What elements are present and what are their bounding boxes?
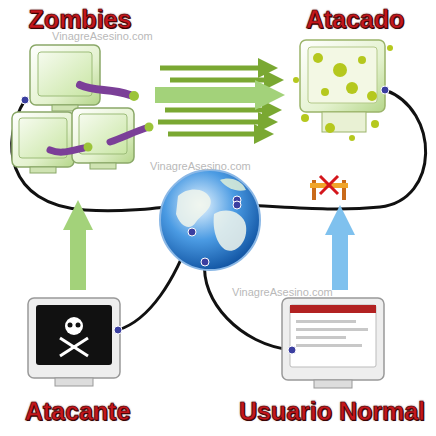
splat xyxy=(293,77,299,83)
watermark: VinagreAsesino.com xyxy=(232,286,333,298)
monitor xyxy=(300,40,385,112)
traffic-arrow xyxy=(168,132,258,137)
screen xyxy=(308,47,377,103)
traffic-arrow xyxy=(165,108,266,113)
attacker-computer xyxy=(28,298,120,386)
zombie-hand xyxy=(129,91,139,101)
skull xyxy=(65,317,83,335)
continent xyxy=(176,189,211,227)
watermark: VinagreAsesino.com xyxy=(150,160,251,172)
traffic-arrow xyxy=(158,120,262,125)
server-base xyxy=(322,112,366,132)
port xyxy=(233,201,241,209)
monitor-base xyxy=(314,380,352,388)
text-line xyxy=(296,320,356,323)
skull-eye xyxy=(68,323,73,328)
zombie-arm xyxy=(80,85,130,95)
node-title: Atacante xyxy=(25,396,131,426)
block-cross xyxy=(320,176,338,194)
splat xyxy=(333,63,347,77)
continent xyxy=(214,210,247,250)
port xyxy=(201,258,209,266)
port xyxy=(21,96,29,104)
traffic-arrow xyxy=(170,78,268,83)
port xyxy=(381,86,389,94)
attack-arrow xyxy=(70,230,86,290)
splat xyxy=(313,53,323,63)
block-cross xyxy=(320,176,338,194)
node-title: Atacado xyxy=(306,4,405,34)
traffic-arrow xyxy=(160,66,262,71)
web-header xyxy=(290,305,376,313)
port xyxy=(188,228,196,236)
splat xyxy=(325,123,335,133)
crossbone xyxy=(60,338,88,356)
text-line xyxy=(296,328,368,331)
attack-traffic xyxy=(158,68,268,134)
screen xyxy=(290,305,376,367)
screen xyxy=(79,114,127,154)
zombie-computers xyxy=(12,45,154,173)
splat xyxy=(358,56,366,64)
monitor xyxy=(28,298,120,378)
barrier xyxy=(310,176,348,200)
text-line xyxy=(296,344,362,347)
splat xyxy=(387,45,393,51)
monitor xyxy=(30,45,100,105)
globe-sphere xyxy=(160,170,260,270)
splat xyxy=(349,135,355,141)
zombie-hand xyxy=(145,123,154,132)
splat xyxy=(371,120,379,128)
crossbone xyxy=(60,338,88,356)
splat xyxy=(346,82,358,94)
attack-arrow xyxy=(155,87,255,103)
monitor-base xyxy=(30,167,56,173)
monitor-base xyxy=(90,163,116,169)
attacked-server xyxy=(293,40,393,200)
text-line xyxy=(296,336,346,339)
globe xyxy=(160,170,260,270)
zombie-arm xyxy=(110,128,146,142)
user-computer xyxy=(282,298,384,388)
monitor-base xyxy=(55,378,93,386)
splat xyxy=(301,114,309,122)
attack-arrow xyxy=(332,235,348,290)
port xyxy=(288,346,296,354)
monitor xyxy=(282,298,384,380)
zombie-arm xyxy=(50,148,84,152)
zombie-hand xyxy=(84,143,93,152)
continent xyxy=(220,178,246,190)
monitor xyxy=(12,112,74,167)
node-title: Usuario Normal xyxy=(239,396,425,426)
cable-ports xyxy=(21,86,389,354)
splatter xyxy=(293,45,393,141)
splat xyxy=(367,91,377,101)
screen xyxy=(36,305,112,365)
cable xyxy=(205,262,292,350)
computer-node: Atacado xyxy=(285,0,425,205)
computer-node: Usuario Normal xyxy=(230,290,434,430)
splat xyxy=(321,88,329,96)
skull-eye xyxy=(76,323,81,328)
computer-node: Atacante xyxy=(15,290,140,430)
watermark: VinagreAsesino.com xyxy=(52,30,153,42)
node-title: Zombies xyxy=(29,4,132,34)
port xyxy=(114,326,122,334)
